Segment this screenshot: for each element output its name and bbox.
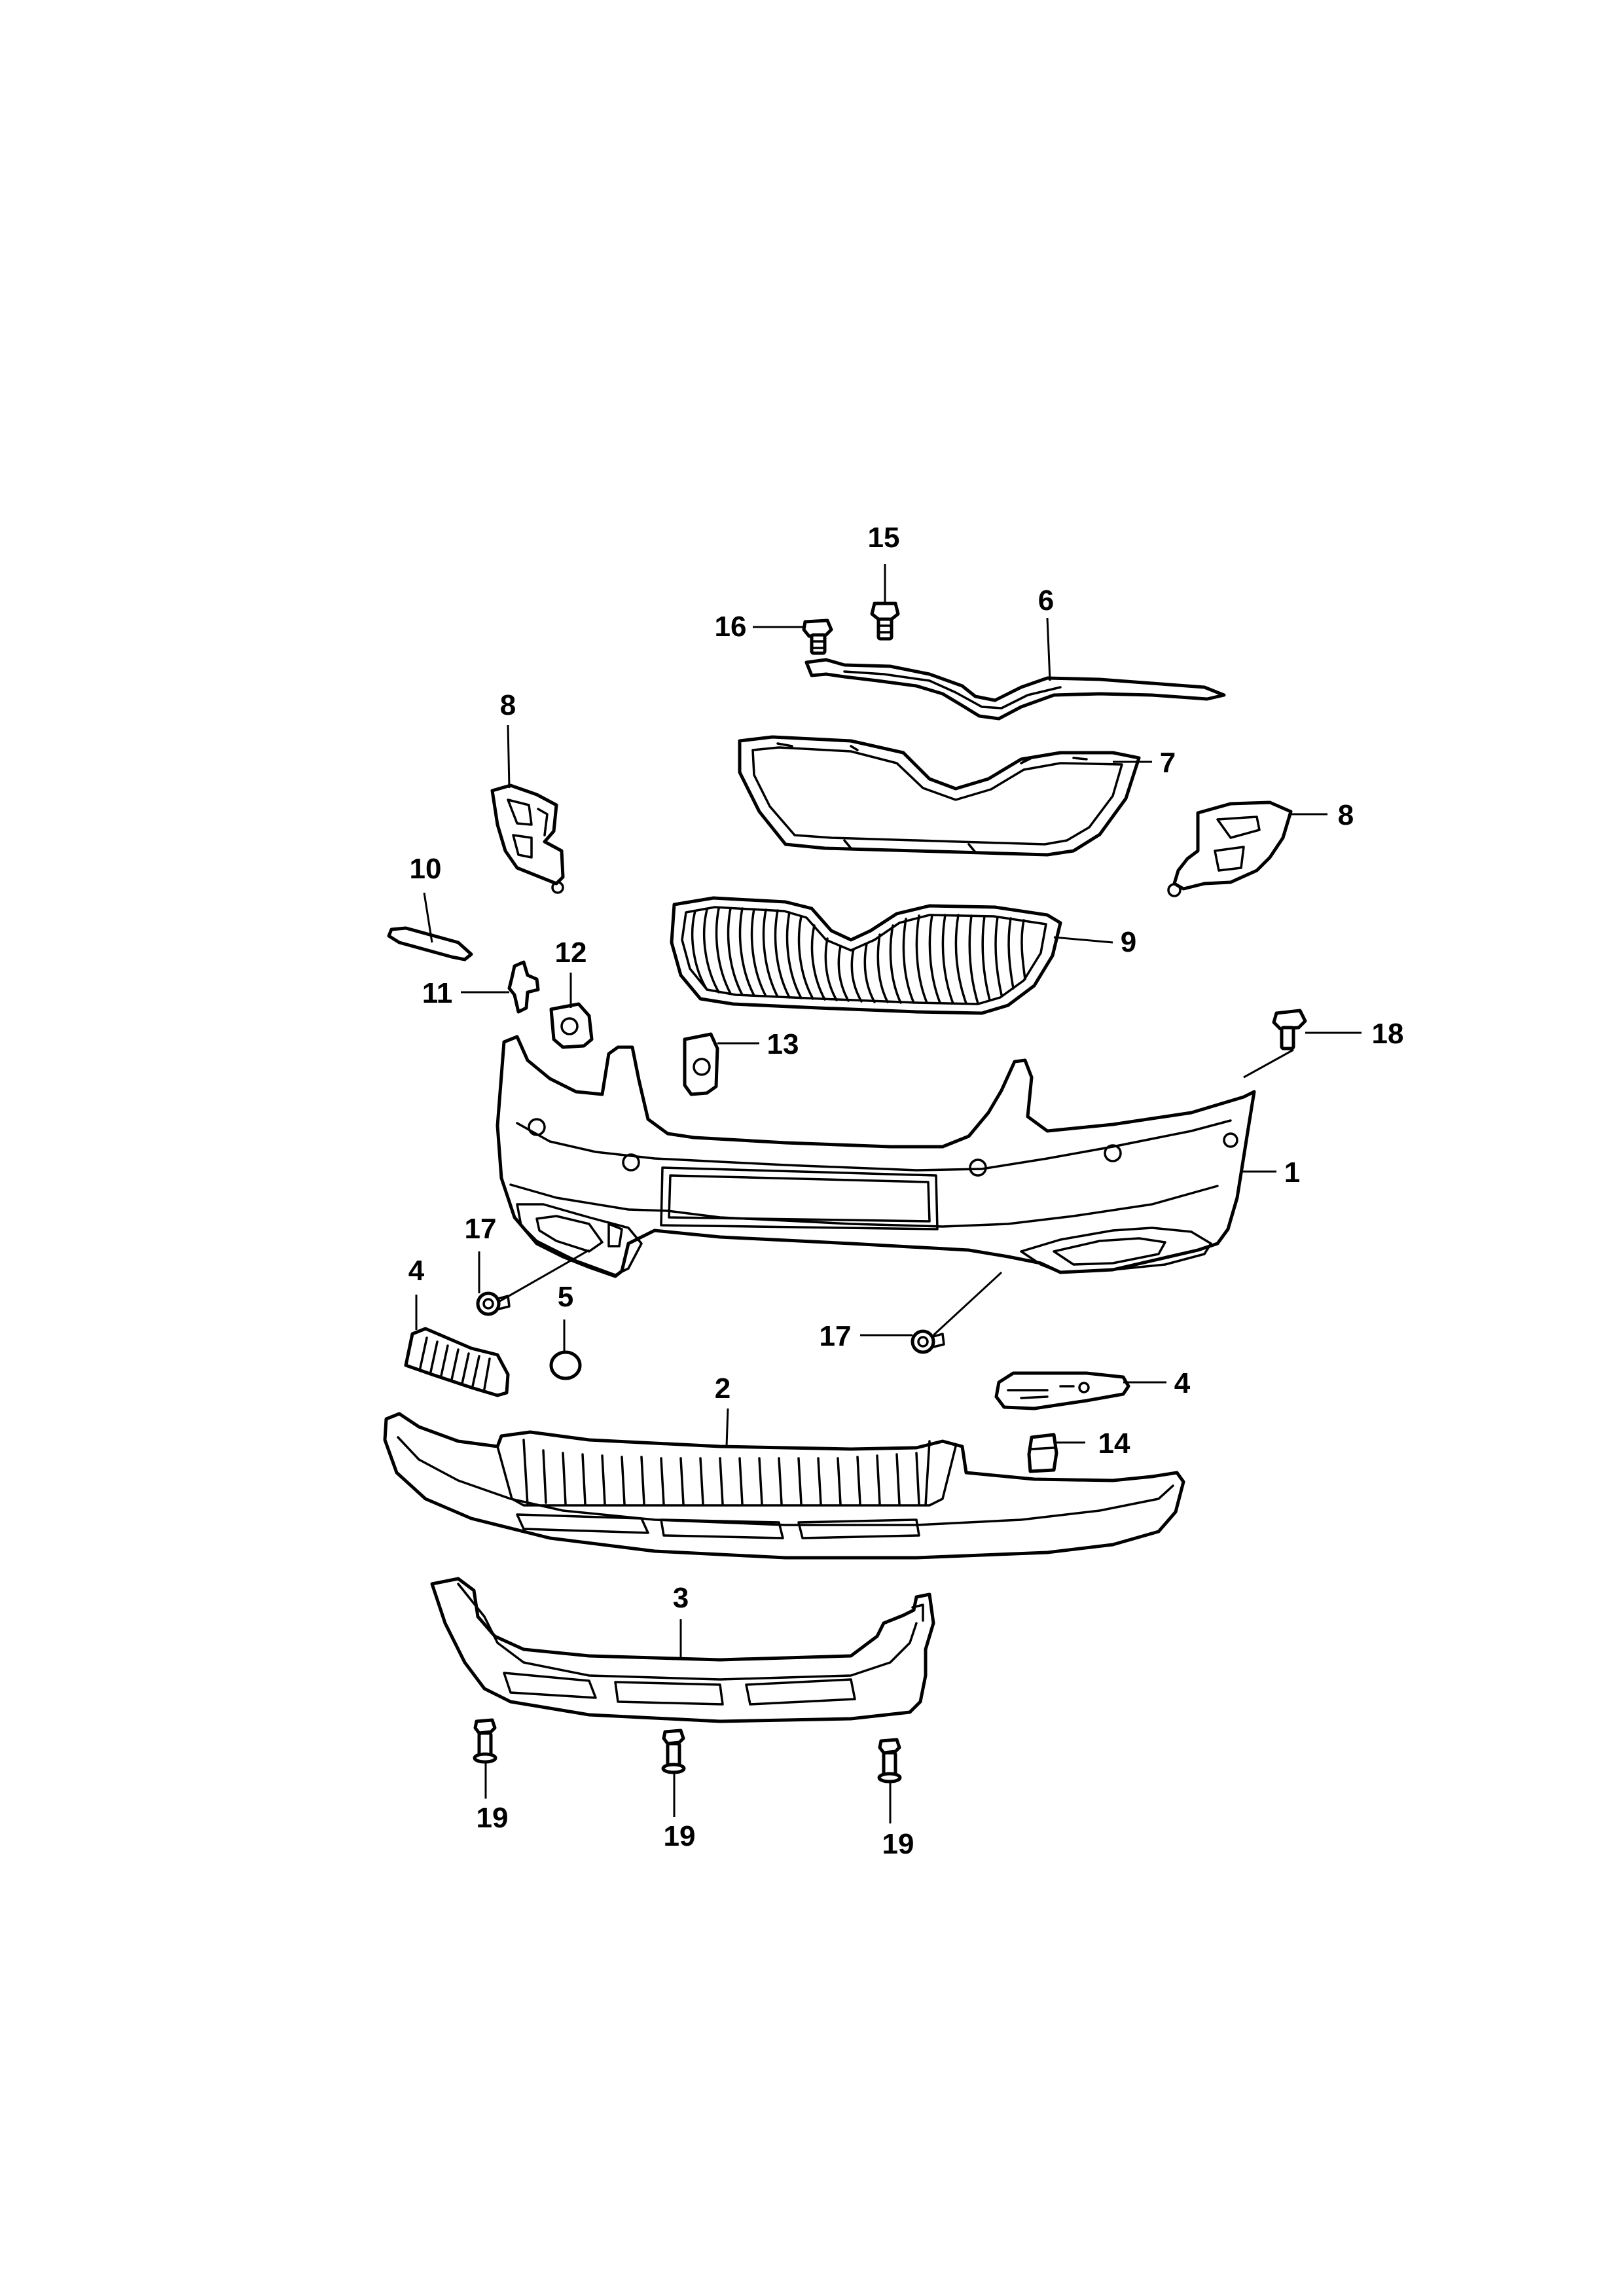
callout-18: 18 — [1372, 1018, 1404, 1050]
part-19-left-bolt — [473, 1718, 497, 1764]
sensor-hole — [622, 1153, 640, 1172]
callout-12: 12 — [555, 937, 587, 969]
callout-6: 6 — [1038, 584, 1054, 617]
part-9-grille-insert — [670, 896, 1062, 1015]
part-15-bolt — [870, 601, 900, 641]
part-8-right-bracket — [1167, 800, 1293, 897]
part-17-right-screw — [911, 1329, 945, 1354]
callout-3: 3 — [673, 1582, 689, 1614]
leader-lines — [415, 564, 1362, 1823]
part-17-left-screw — [476, 1291, 511, 1316]
callout-17-right: 17 — [820, 1320, 852, 1352]
part-14-clip — [1027, 1433, 1058, 1473]
grille-slats — [691, 907, 1026, 1005]
part-1-bumper-cover — [496, 1035, 1256, 1278]
part-13-mount — [683, 1032, 719, 1096]
part-19-middle-bolt — [661, 1729, 686, 1774]
callout-5: 5 — [558, 1281, 573, 1313]
sensor-hole — [528, 1118, 546, 1136]
part-11-clip — [507, 960, 540, 1014]
callout-2: 2 — [715, 1372, 731, 1405]
callout-14: 14 — [1098, 1427, 1130, 1460]
callout-13: 13 — [767, 1028, 799, 1060]
callout-7: 7 — [1160, 747, 1176, 779]
callout-8-left: 8 — [500, 689, 516, 721]
part-4-left-vent-grille — [404, 1327, 510, 1397]
callout-11: 11 — [422, 977, 453, 1009]
callout-19-middle: 19 — [664, 1820, 696, 1852]
callout-1: 1 — [1284, 1157, 1300, 1189]
callout-19-left: 19 — [477, 1802, 509, 1834]
callout-4-right: 4 — [1174, 1367, 1191, 1399]
sensor-hole — [1104, 1144, 1122, 1162]
part-16-bolt — [802, 619, 833, 655]
callout-4-left: 4 — [408, 1255, 425, 1287]
part-2-lower-spoiler — [383, 1412, 1185, 1560]
part-5-cap — [549, 1350, 582, 1380]
callout-9: 9 — [1121, 926, 1136, 958]
part-4-right-bracket — [994, 1371, 1130, 1410]
callout-10: 10 — [410, 853, 442, 885]
sensor-hole — [969, 1158, 987, 1177]
part-7-grille-frame — [738, 735, 1141, 857]
sensor-hole — [1223, 1132, 1238, 1148]
part-8-left-bracket — [490, 783, 565, 894]
callout-15: 15 — [868, 522, 900, 554]
part-6-upper-cross-member — [804, 658, 1226, 721]
callout-17-left: 17 — [465, 1213, 497, 1245]
lower-grille-slats — [542, 1449, 920, 1505]
right-fog-recess — [1020, 1227, 1212, 1274]
part-12-mount — [549, 1002, 594, 1049]
callout-19-right: 19 — [882, 1828, 914, 1860]
part-18-screw — [1272, 1009, 1307, 1050]
part-10-trim-strip — [387, 926, 473, 961]
callout-8-right: 8 — [1338, 799, 1354, 831]
left-fog-recess — [516, 1203, 643, 1276]
part-19-right-bolt — [877, 1738, 902, 1784]
part-3-lower-trim — [430, 1577, 935, 1723]
callout-16: 16 — [715, 611, 747, 643]
callout-labels: 15 16 6 7 8 8 9 10 11 12 13 18 1 17 5 17… — [408, 522, 1404, 1860]
